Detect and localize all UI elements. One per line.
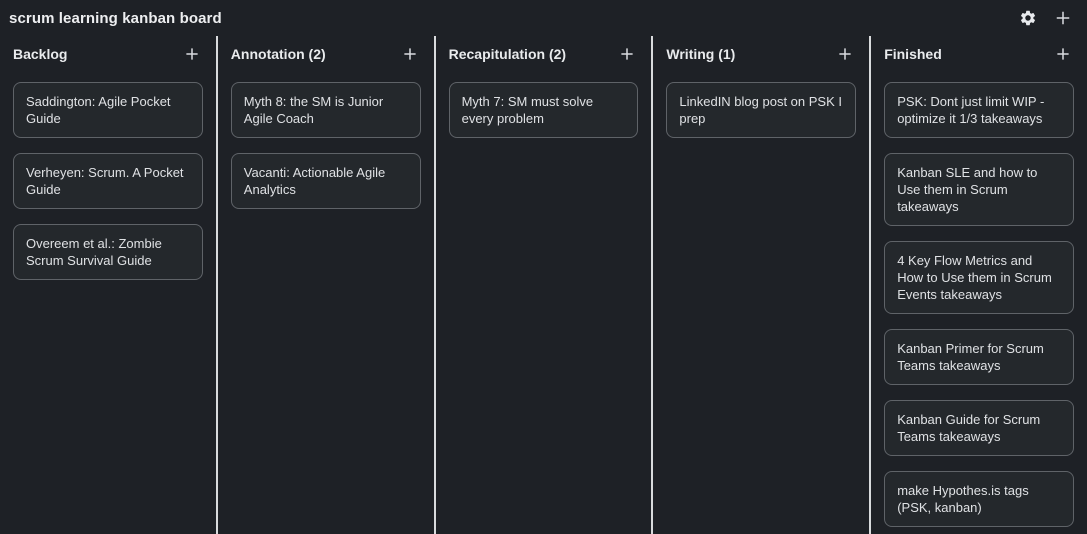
kanban-card[interactable]: Overeem et al.: Zombie Scrum Survival Gu… <box>13 224 203 280</box>
card-list: Myth 7: SM must solve every problem <box>448 82 639 138</box>
card-list: LinkedIN blog post on PSK I prep <box>666 82 857 138</box>
add-column-button[interactable] <box>1052 7 1074 29</box>
plus-icon <box>618 45 636 63</box>
topbar-actions <box>1017 7 1074 29</box>
column-writing: Writing (1) LinkedIN blog post on PSK I … <box>653 36 872 534</box>
plus-icon <box>401 45 419 63</box>
plus-icon <box>1054 45 1072 63</box>
add-card-button[interactable] <box>834 43 856 65</box>
topbar: scrum learning kanban board <box>0 0 1087 36</box>
kanban-card[interactable]: 4 Key Flow Metrics and How to Use them i… <box>884 241 1074 314</box>
column-finished: Finished PSK: Dont just limit WIP - opti… <box>871 36 1087 534</box>
column-title: Writing (1) <box>666 46 736 62</box>
board-title: scrum learning kanban board <box>9 9 222 27</box>
add-card-button[interactable] <box>1052 43 1074 65</box>
plus-icon <box>183 45 201 63</box>
gear-icon <box>1019 9 1037 27</box>
column-recapitulation: Recapitulation (2) Myth 7: SM must solve… <box>436 36 654 534</box>
kanban-card[interactable]: Kanban SLE and how to Use them in Scrum … <box>884 153 1074 226</box>
column-header: Finished <box>884 40 1074 68</box>
settings-button[interactable] <box>1017 7 1039 29</box>
add-card-button[interactable] <box>399 43 421 65</box>
column-title: Finished <box>884 46 942 62</box>
card-list: Myth 8: the SM is Junior Agile Coach Vac… <box>230 82 421 209</box>
kanban-card[interactable]: Kanban Primer for Scrum Teams takeaways <box>884 329 1074 385</box>
column-header: Recapitulation (2) <box>449 40 639 68</box>
column-header: Backlog <box>13 40 203 68</box>
column-title: Backlog <box>13 46 68 62</box>
kanban-card[interactable]: Kanban Guide for Scrum Teams takeaways <box>884 400 1074 456</box>
kanban-card[interactable]: make Hypothes.is tags (PSK, kanban) <box>884 471 1074 527</box>
add-card-button[interactable] <box>181 43 203 65</box>
column-title: Annotation (2) <box>230 46 326 62</box>
kanban-card[interactable]: PSK: Dont just limit WIP - optimize it 1… <box>884 82 1074 138</box>
kanban-card[interactable]: Myth 8: the SM is Junior Agile Coach <box>230 82 421 138</box>
kanban-card[interactable]: Verheyen: Scrum. A Pocket Guide <box>13 153 203 209</box>
add-card-button[interactable] <box>616 43 638 65</box>
card-list: Saddington: Agile Pocket Guide Verheyen:… <box>13 82 203 280</box>
column-header: Writing (1) <box>666 40 856 68</box>
column-backlog: Backlog Saddington: Agile Pocket Guide V… <box>0 36 218 534</box>
board: Backlog Saddington: Agile Pocket Guide V… <box>0 36 1087 534</box>
column-annotation: Annotation (2) Myth 8: the SM is Junior … <box>218 36 436 534</box>
kanban-card[interactable]: LinkedIN blog post on PSK I prep <box>666 82 857 138</box>
card-list: PSK: Dont just limit WIP - optimize it 1… <box>884 82 1074 527</box>
kanban-card[interactable]: Myth 7: SM must solve every problem <box>448 82 639 138</box>
plus-icon <box>1053 8 1073 28</box>
column-header: Annotation (2) <box>231 40 421 68</box>
plus-icon <box>836 45 854 63</box>
kanban-card[interactable]: Vacanti: Actionable Agile Analytics <box>230 153 421 209</box>
kanban-card[interactable]: Saddington: Agile Pocket Guide <box>13 82 203 138</box>
column-title: Recapitulation (2) <box>448 46 567 62</box>
